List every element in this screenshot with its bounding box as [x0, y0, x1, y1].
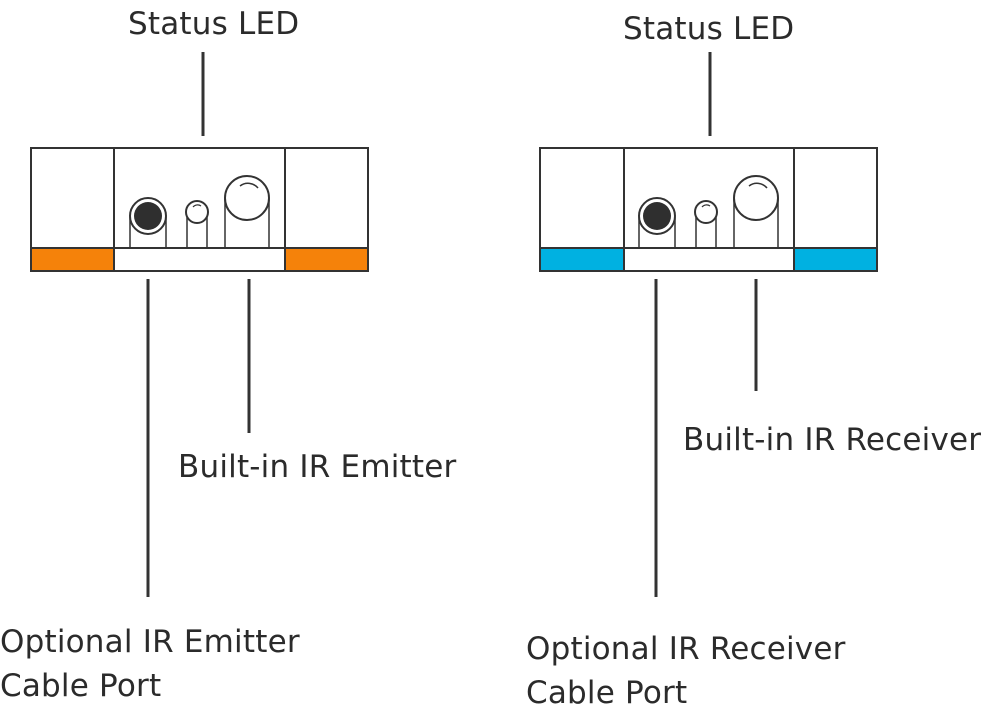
receiver-builtin-ir-label: Built-in IR Receiver: [683, 422, 981, 458]
receiver-left-accent: [541, 249, 623, 270]
receiver-housing: [539, 147, 878, 272]
receiver-port-label-line1: Optional IR Receiver: [526, 631, 846, 667]
emitter-status-led-icon: [185, 200, 209, 224]
emitter-housing: [30, 147, 369, 272]
receiver-ir-highlight: [748, 182, 768, 189]
emitter-port-label-line2: Cable Port: [0, 668, 161, 704]
emitter-port-label-line1: Optional IR Emitter: [0, 624, 300, 660]
receiver-status-led-label: Status LED: [623, 11, 794, 47]
receiver-status-led-icon: [694, 200, 718, 224]
emitter-led-highlight: [192, 204, 202, 208]
receiver-cable-port-icon: [643, 202, 671, 230]
emitter-status-led-label: Status LED: [128, 6, 299, 42]
ir-emitter-device: Status LED Built-in IR Emitter Optional …: [0, 6, 457, 704]
emitter-left-accent: [32, 249, 113, 270]
receiver-right-accent: [795, 249, 876, 270]
emitter-ir-highlight: [239, 182, 259, 189]
receiver-port-label-line2: Cable Port: [526, 675, 687, 711]
emitter-builtin-ir-label: Built-in IR Emitter: [178, 449, 457, 485]
receiver-led-highlight: [701, 204, 711, 208]
emitter-right-accent: [286, 249, 367, 270]
emitter-cable-port-icon: [134, 202, 162, 230]
ir-receiver-device: Status LED Built-in IR Receiver Optional…: [526, 11, 981, 711]
